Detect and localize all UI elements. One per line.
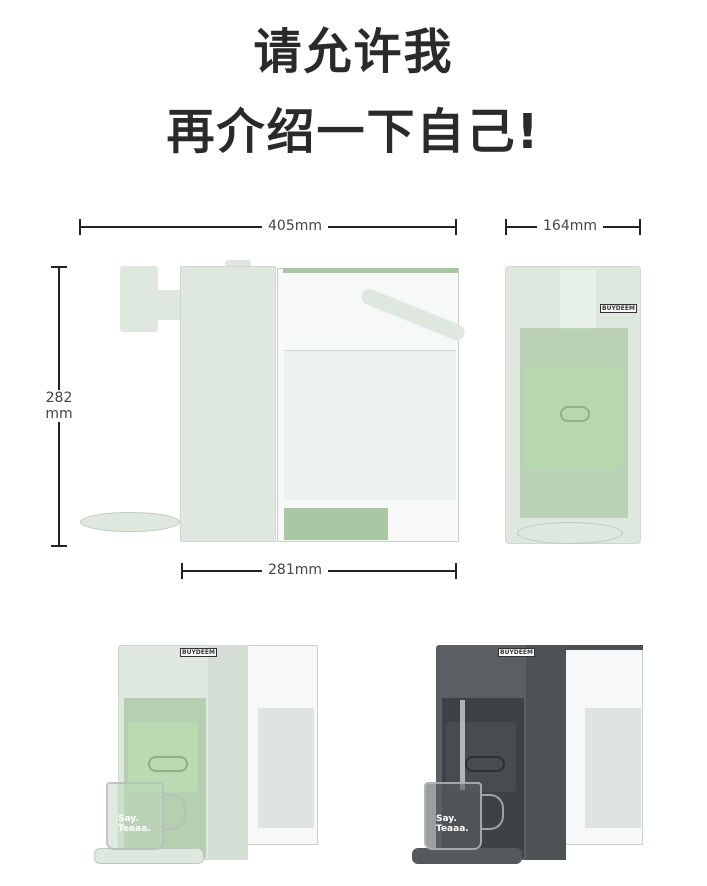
brand-logo: BUYDEEM xyxy=(600,304,637,313)
headline-line-2: 再介绍一下自己! xyxy=(166,104,541,160)
side-depth-label: 164mm xyxy=(537,218,603,234)
glass-mug-gray: Say. Teaaa. xyxy=(424,782,482,850)
total-width-label: 405mm xyxy=(262,218,328,234)
height-value: 282 xyxy=(45,390,73,406)
glass-mug-green: Say. Teaaa. xyxy=(106,782,164,850)
body-width-label: 281mm xyxy=(262,562,328,578)
brand-logo-gray: BUYDEEM xyxy=(498,648,535,657)
headline-line-1: 请允许我 xyxy=(253,24,454,80)
brand-logo-green: BUYDEEM xyxy=(180,648,217,657)
height-unit: mm xyxy=(45,406,73,422)
